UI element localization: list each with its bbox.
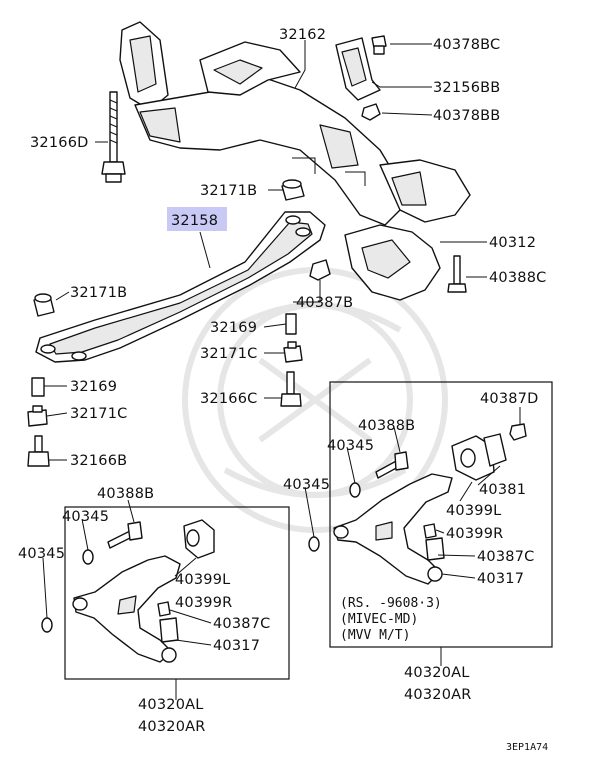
- label-40399L-right[interactable]: 40399L: [446, 503, 501, 519]
- bushing-40399L-right[interactable]: [451, 435, 495, 481]
- label-32171C-left[interactable]: 32171C: [70, 406, 127, 422]
- label-32156BB[interactable]: 32156BB: [433, 80, 500, 96]
- bolt-32166C[interactable]: [280, 371, 302, 407]
- label-40345-left-a[interactable]: 40345: [62, 509, 109, 525]
- label-40345-right-a[interactable]: 40345: [327, 438, 374, 454]
- lower-arm-left-frame: [64, 506, 290, 680]
- label-40378BC[interactable]: 40378BC: [433, 37, 500, 53]
- label-40399L-left[interactable]: 40399L: [175, 572, 230, 588]
- washer-40345-right-b[interactable]: [308, 536, 320, 552]
- bushing-32171C-left[interactable]: [27, 405, 48, 427]
- bolt-32166B[interactable]: [27, 435, 50, 467]
- washer-40345-left-a[interactable]: [82, 549, 94, 565]
- lower-arm-left[interactable]: [72, 555, 181, 663]
- label-40320AR-right[interactable]: 40320AR: [404, 687, 472, 703]
- label-40387C-right[interactable]: 40387C: [477, 549, 534, 565]
- label-40345-left-b[interactable]: 40345: [18, 546, 65, 562]
- label-40345-right-b[interactable]: 40345: [283, 477, 330, 493]
- collar-32169-mid[interactable]: [285, 313, 297, 335]
- label-40320AR-left[interactable]: 40320AR: [138, 719, 206, 735]
- bolt-40378BC[interactable]: [371, 35, 387, 55]
- label-40388C[interactable]: 40388C: [489, 270, 546, 286]
- balljoint-40317-right[interactable]: [425, 537, 445, 582]
- label-40387D[interactable]: 40387D: [480, 391, 539, 407]
- diagram-code: 3EP1A74: [506, 742, 548, 753]
- note-line-2: (MIVEC-MD): [340, 612, 418, 627]
- bolt-40388C[interactable]: [447, 255, 467, 293]
- label-40388B-right[interactable]: 40388B: [358, 418, 415, 434]
- label-40387C-left[interactable]: 40387C: [213, 616, 270, 632]
- note-line-3: (MVV M/T): [340, 628, 410, 643]
- nut-40387C-right[interactable]: [423, 523, 437, 539]
- label-32169-left[interactable]: 32169: [70, 379, 117, 395]
- label-32169-mid[interactable]: 32169: [210, 320, 257, 336]
- nut-40387D[interactable]: [509, 423, 527, 441]
- washer-40345-left-b[interactable]: [41, 617, 53, 633]
- bushing-40399L-left[interactable]: [183, 519, 215, 559]
- label-40399R-right[interactable]: 40399R: [446, 526, 503, 542]
- bushing-32171C-mid[interactable]: [283, 341, 303, 363]
- bracket-32156BB[interactable]: [335, 37, 381, 101]
- nut-40378BB[interactable]: [361, 103, 381, 121]
- collar-40381[interactable]: [483, 433, 507, 467]
- highlight-32158: [167, 207, 227, 231]
- label-40387B[interactable]: 40387B: [296, 295, 353, 311]
- bolt-40388B-left[interactable]: [107, 521, 143, 549]
- label-40378BB[interactable]: 40378BB: [433, 108, 500, 124]
- leader-lines: [42, 40, 521, 700]
- nut-40387C-left[interactable]: [157, 601, 171, 617]
- bolt-40388B-right[interactable]: [375, 451, 409, 479]
- label-40381[interactable]: 40381: [479, 482, 526, 498]
- crossmember-32162[interactable]: [119, 21, 471, 301]
- application-notes: (RS. -9608·3) (MIVEC-MD) (MVV M/T): [340, 596, 442, 643]
- bolt-32166D[interactable]: [101, 91, 126, 183]
- label-32166D[interactable]: 32166D: [30, 135, 89, 151]
- washer-40345-right-a[interactable]: [349, 482, 361, 498]
- bushing-32171B-left[interactable]: [33, 293, 55, 317]
- label-32171B-left[interactable]: 32171B: [70, 285, 127, 301]
- label-32158[interactable]: 32158: [171, 213, 218, 229]
- label-32166B[interactable]: 32166B: [70, 453, 127, 469]
- label-40320AL-left[interactable]: 40320AL: [138, 697, 204, 713]
- label-40317-right[interactable]: 40317: [477, 571, 524, 587]
- bushing-32171B-top[interactable]: [281, 179, 305, 201]
- member-32158[interactable]: [35, 211, 326, 363]
- label-40312[interactable]: 40312: [489, 235, 536, 251]
- lower-arm-right[interactable]: [333, 473, 453, 585]
- collar-32169-left[interactable]: [31, 377, 45, 397]
- label-32162[interactable]: 32162: [279, 27, 326, 43]
- label-32171C-mid[interactable]: 32171C: [200, 346, 257, 362]
- label-32171B-top[interactable]: 32171B: [200, 183, 257, 199]
- part-labels: 32162 40378BC 32156BB 40378BB 32166D 321…: [18, 27, 546, 735]
- label-32166C[interactable]: 32166C: [200, 391, 257, 407]
- label-40388B-left[interactable]: 40388B: [97, 486, 154, 502]
- label-40320AL-right[interactable]: 40320AL: [404, 665, 470, 681]
- nut-40387B[interactable]: [309, 259, 331, 281]
- balljoint-40317-left[interactable]: [159, 617, 179, 663]
- label-40399R-left[interactable]: 40399R: [175, 595, 232, 611]
- label-40317-left[interactable]: 40317: [213, 638, 260, 654]
- note-line-1: (RS. -9608·3): [340, 596, 442, 611]
